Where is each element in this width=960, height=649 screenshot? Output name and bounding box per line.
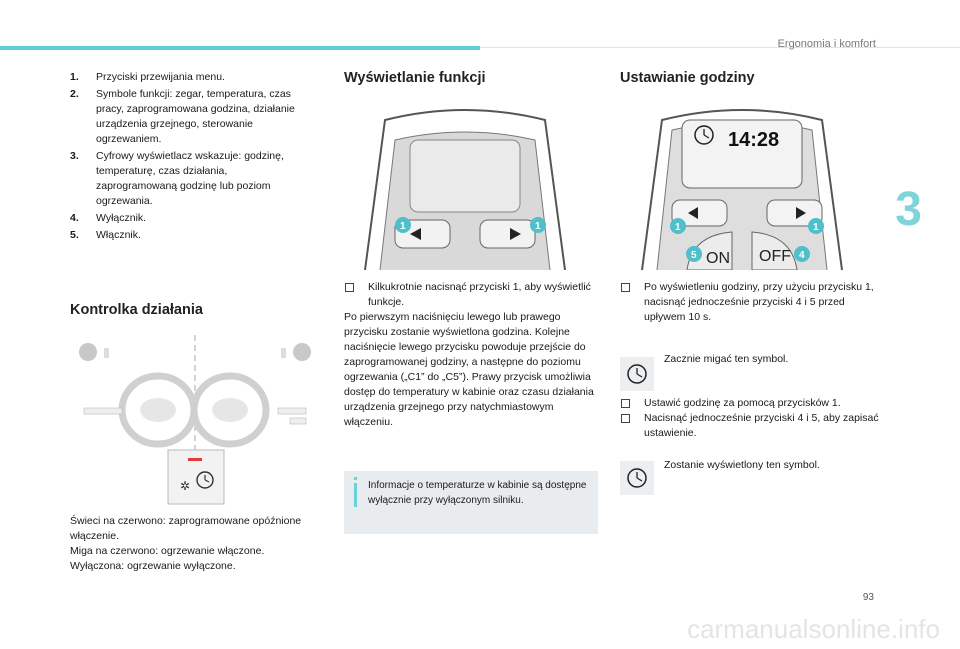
- kontrolka-line: Świeci na czerwono: zaprogramowane opóźn…: [70, 515, 302, 542]
- svg-text:4: 4: [799, 250, 805, 261]
- clock-time: 14:28: [728, 129, 779, 151]
- label-1-left: 1: [400, 221, 406, 232]
- info-icon: [354, 477, 357, 507]
- svg-text:5: 5: [691, 250, 697, 261]
- kontrolka-line: Wyłączona: ogrzewanie wyłączone.: [70, 560, 236, 572]
- legend-item: 2.Symbole funkcji: zegar, temperatura, c…: [70, 88, 295, 145]
- wyswietlanie-heading: Wyświetlanie funkcji: [344, 70, 486, 86]
- header-accent-bar: [0, 46, 480, 50]
- header-divider: [480, 47, 960, 48]
- ustawianie-steps: Ustawić godzinę za pomocą przycisków 1. …: [620, 396, 880, 441]
- off-label: OFF: [759, 248, 791, 265]
- wyswietlanie-paragraph: Po pierwszym naciśnięciu lewego lub praw…: [344, 311, 594, 428]
- legend-list: 1.Przyciski przewijania menu. 2.Symbole …: [70, 70, 310, 243]
- legend-item: 3.Cyfrowy wyświetlacz wskazuje: godzinę,…: [70, 150, 284, 207]
- kontrolka-line: Miga na czerwono: ogrzewanie włączone.: [70, 545, 265, 557]
- legend-item: 5.Włącznik.: [70, 229, 141, 241]
- symbol1-text: Zacznie migać ten symbol.: [664, 353, 789, 365]
- clock-symbol-blinking: [620, 357, 654, 391]
- display-buttons-figure: 1 1: [364, 109, 566, 270]
- clock-icon: [627, 364, 647, 384]
- info-text: Informacje o temperaturze w kabinie są d…: [368, 480, 587, 506]
- info-box: Informacje o temperaturze w kabinie są d…: [344, 471, 598, 534]
- svg-text:1: 1: [813, 222, 819, 233]
- page-number: 93: [862, 592, 874, 603]
- kontrolka-description: Świeci na czerwono: zaprogramowane opóźn…: [70, 514, 315, 574]
- instruction-bullet: Kilkukrotnie nacisnąć przyciski 1, aby w…: [344, 280, 598, 310]
- instruction-bullet: Po wyświetleniu godziny, przy użyciu prz…: [620, 280, 880, 325]
- svg-text:✲: ✲: [180, 479, 190, 493]
- watermark: carmanualsonline.info: [687, 614, 940, 644]
- ustawianie-heading: Ustawianie godziny: [620, 70, 755, 86]
- legend-item: 4.Wyłącznik.: [70, 212, 147, 224]
- on-label: ON: [706, 250, 730, 267]
- section-title: Ergonomia i komfort: [777, 38, 876, 50]
- instruction-bullet: Nacisnąć jednocześnie przyciski 4 i 5, a…: [620, 411, 880, 441]
- clock-setting-figure: 14:28 ON OFF 1 1 5 4: [641, 109, 843, 270]
- label-1-right: 1: [535, 221, 541, 232]
- svg-text:1: 1: [675, 222, 681, 233]
- chapter-number: 3: [895, 183, 922, 236]
- symbol2-text: Zostanie wyświetlony ten symbol.: [664, 459, 820, 471]
- wyswietlanie-body: Kilkukrotnie nacisnąć przyciski 1, aby w…: [344, 280, 598, 430]
- kontrolka-heading: Kontrolka działania: [70, 302, 203, 318]
- legend-column: 1.Przyciski przewijania menu. 2.Symbole …: [70, 70, 310, 245]
- legend-item: 1.Przyciski przewijania menu.: [70, 71, 225, 83]
- ustawianie-step1: Po wyświetleniu godziny, przy użyciu prz…: [620, 280, 880, 325]
- clock-symbol-saved: [620, 461, 654, 495]
- clock-icon: [627, 468, 647, 488]
- instruction-bullet: Ustawić godzinę za pomocą przycisków 1.: [620, 396, 880, 411]
- heater-indicator-figure: ✲: [79, 335, 311, 505]
